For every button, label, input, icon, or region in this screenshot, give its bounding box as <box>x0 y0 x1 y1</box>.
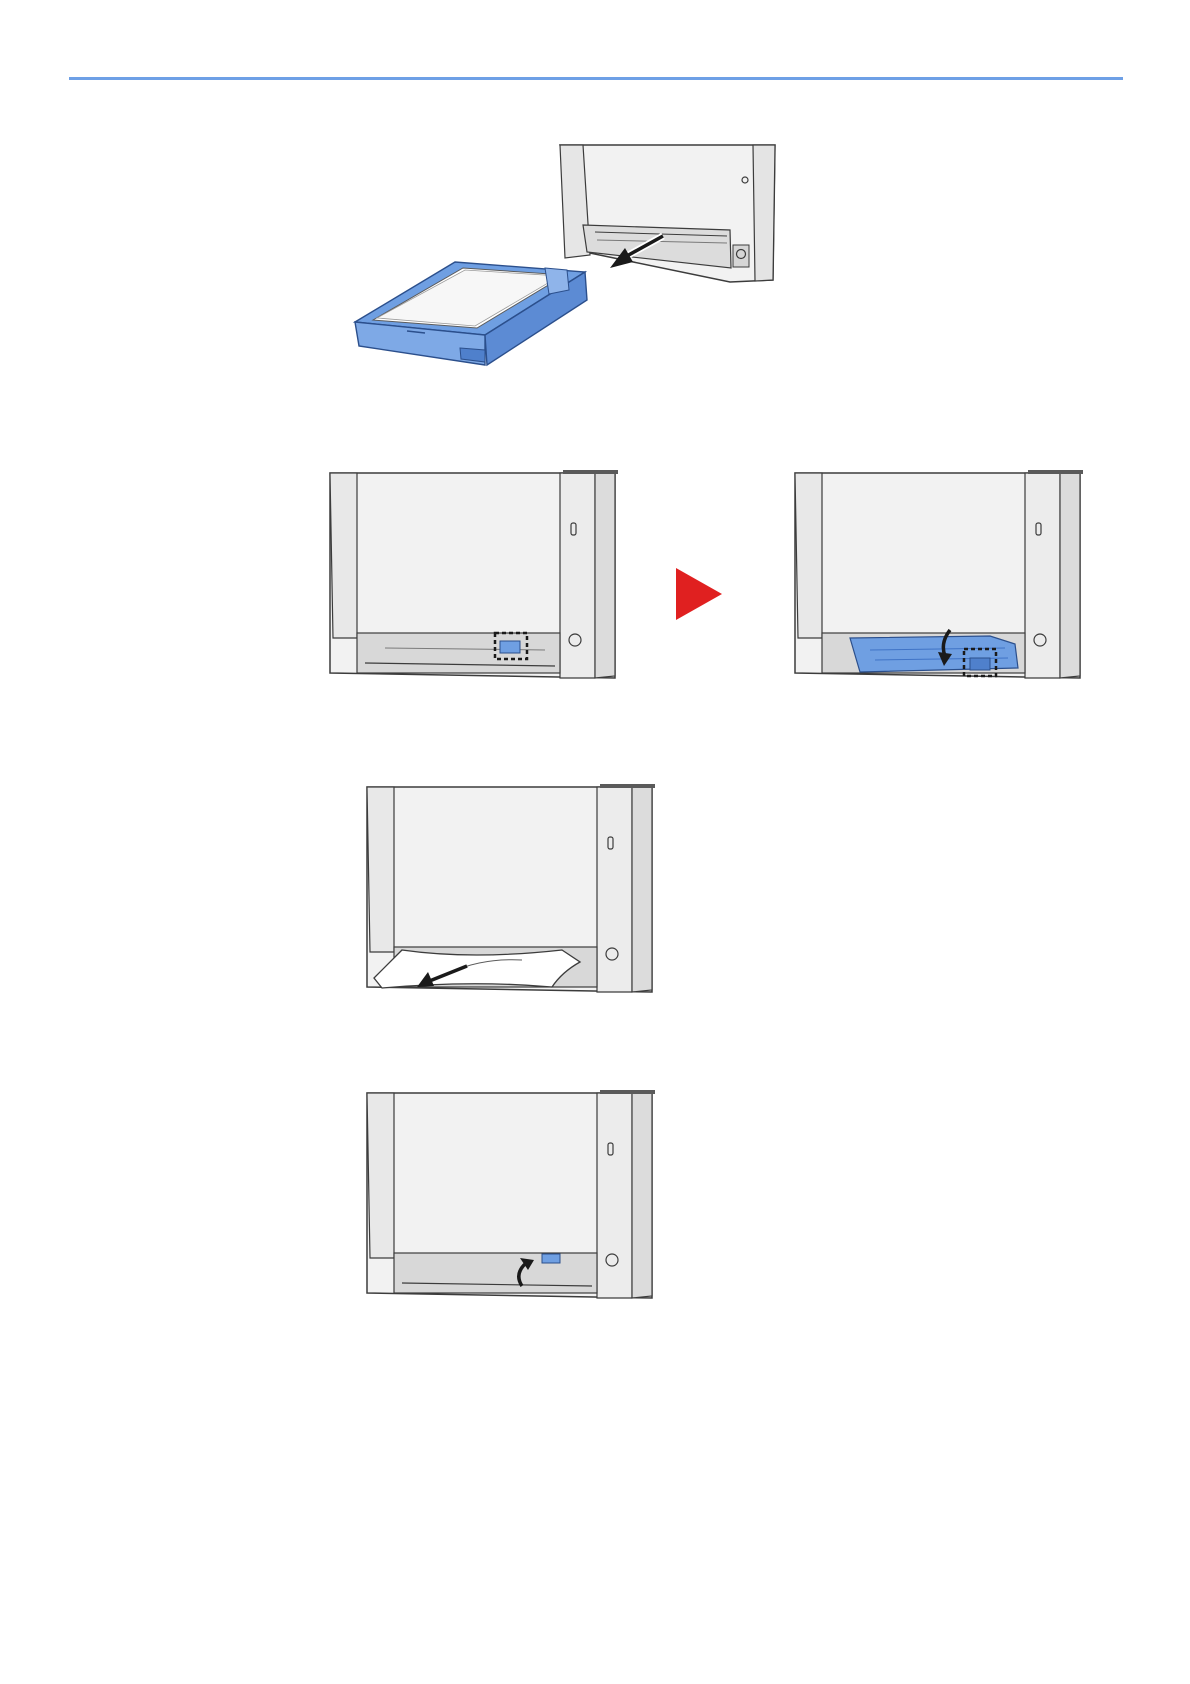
figure-pull-out-cassette <box>355 140 795 390</box>
jammed-paper-icon <box>374 950 580 988</box>
next-step-arrow-icon <box>676 568 722 620</box>
opened-cover-icon <box>850 636 1018 672</box>
figure-open-cover <box>790 468 1090 688</box>
figure-remove-paper <box>362 782 662 1002</box>
printer-front-icon <box>330 470 618 678</box>
header-rule <box>69 77 1123 80</box>
figure-close-cover <box>362 1088 662 1308</box>
printer-front-icon <box>367 1090 655 1298</box>
figure-locate-lever <box>325 468 625 688</box>
paper-cassette-icon <box>355 262 587 365</box>
printer-icon <box>560 145 775 282</box>
